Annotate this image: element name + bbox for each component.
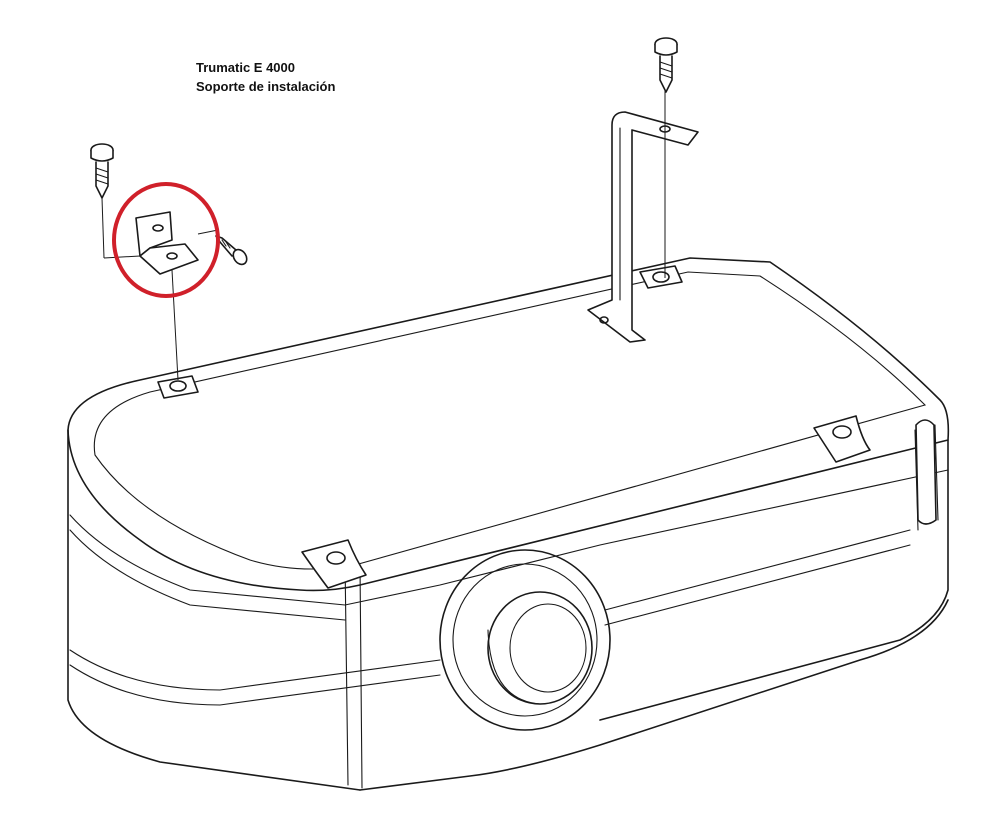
housing-belt-band-2 [69, 664, 441, 706]
caption-subtitle: Soporte de instalación [196, 79, 336, 94]
screw-axis-left [101, 197, 105, 259]
mounting-lugs [157, 265, 871, 589]
bracket-axis-h [103, 255, 141, 259]
screw-icon [654, 37, 678, 93]
angle-bracket-icon [103, 211, 219, 381]
housing-bottom-edge [359, 599, 949, 791]
connector-spigot [487, 591, 593, 705]
screw-icon [215, 235, 248, 266]
connector-outer-ring [439, 549, 611, 731]
connector-inner-ring [452, 563, 598, 717]
housing-belt-band [69, 649, 441, 691]
housing-right-side [599, 439, 949, 721]
exhaust-connector [439, 549, 611, 731]
lug-front-right [813, 415, 871, 463]
lug-front-left [301, 539, 367, 589]
strap-bracket-body [587, 111, 699, 343]
housing-seam-upper [69, 469, 949, 606]
bracket-axis-side [197, 229, 219, 235]
strap-bracket-hole-bottom [599, 316, 609, 324]
highlight-circle [112, 182, 220, 298]
housing-belt-right [604, 529, 911, 626]
caption-title: Trumatic E 4000 [196, 60, 295, 75]
lug-rear-left [157, 375, 199, 399]
tall-strap-bracket [587, 90, 699, 343]
connector-spigot-side [487, 629, 541, 705]
connector-spigot-face [509, 603, 587, 693]
housing-seam-lower [69, 529, 346, 621]
screw-icon [90, 143, 114, 259]
housing-strap-center [344, 559, 363, 789]
housing-top-face [67, 257, 950, 592]
bracket-axis-down [171, 269, 179, 381]
lug-rear-right [639, 265, 683, 289]
housing-front-left [67, 429, 361, 791]
heater-housing [67, 257, 950, 791]
housing-top-rim [93, 271, 927, 570]
housing-strap-right-cap [915, 419, 937, 525]
diagram-caption: Trumatic E 4000 Soporte de instalación [196, 58, 335, 96]
